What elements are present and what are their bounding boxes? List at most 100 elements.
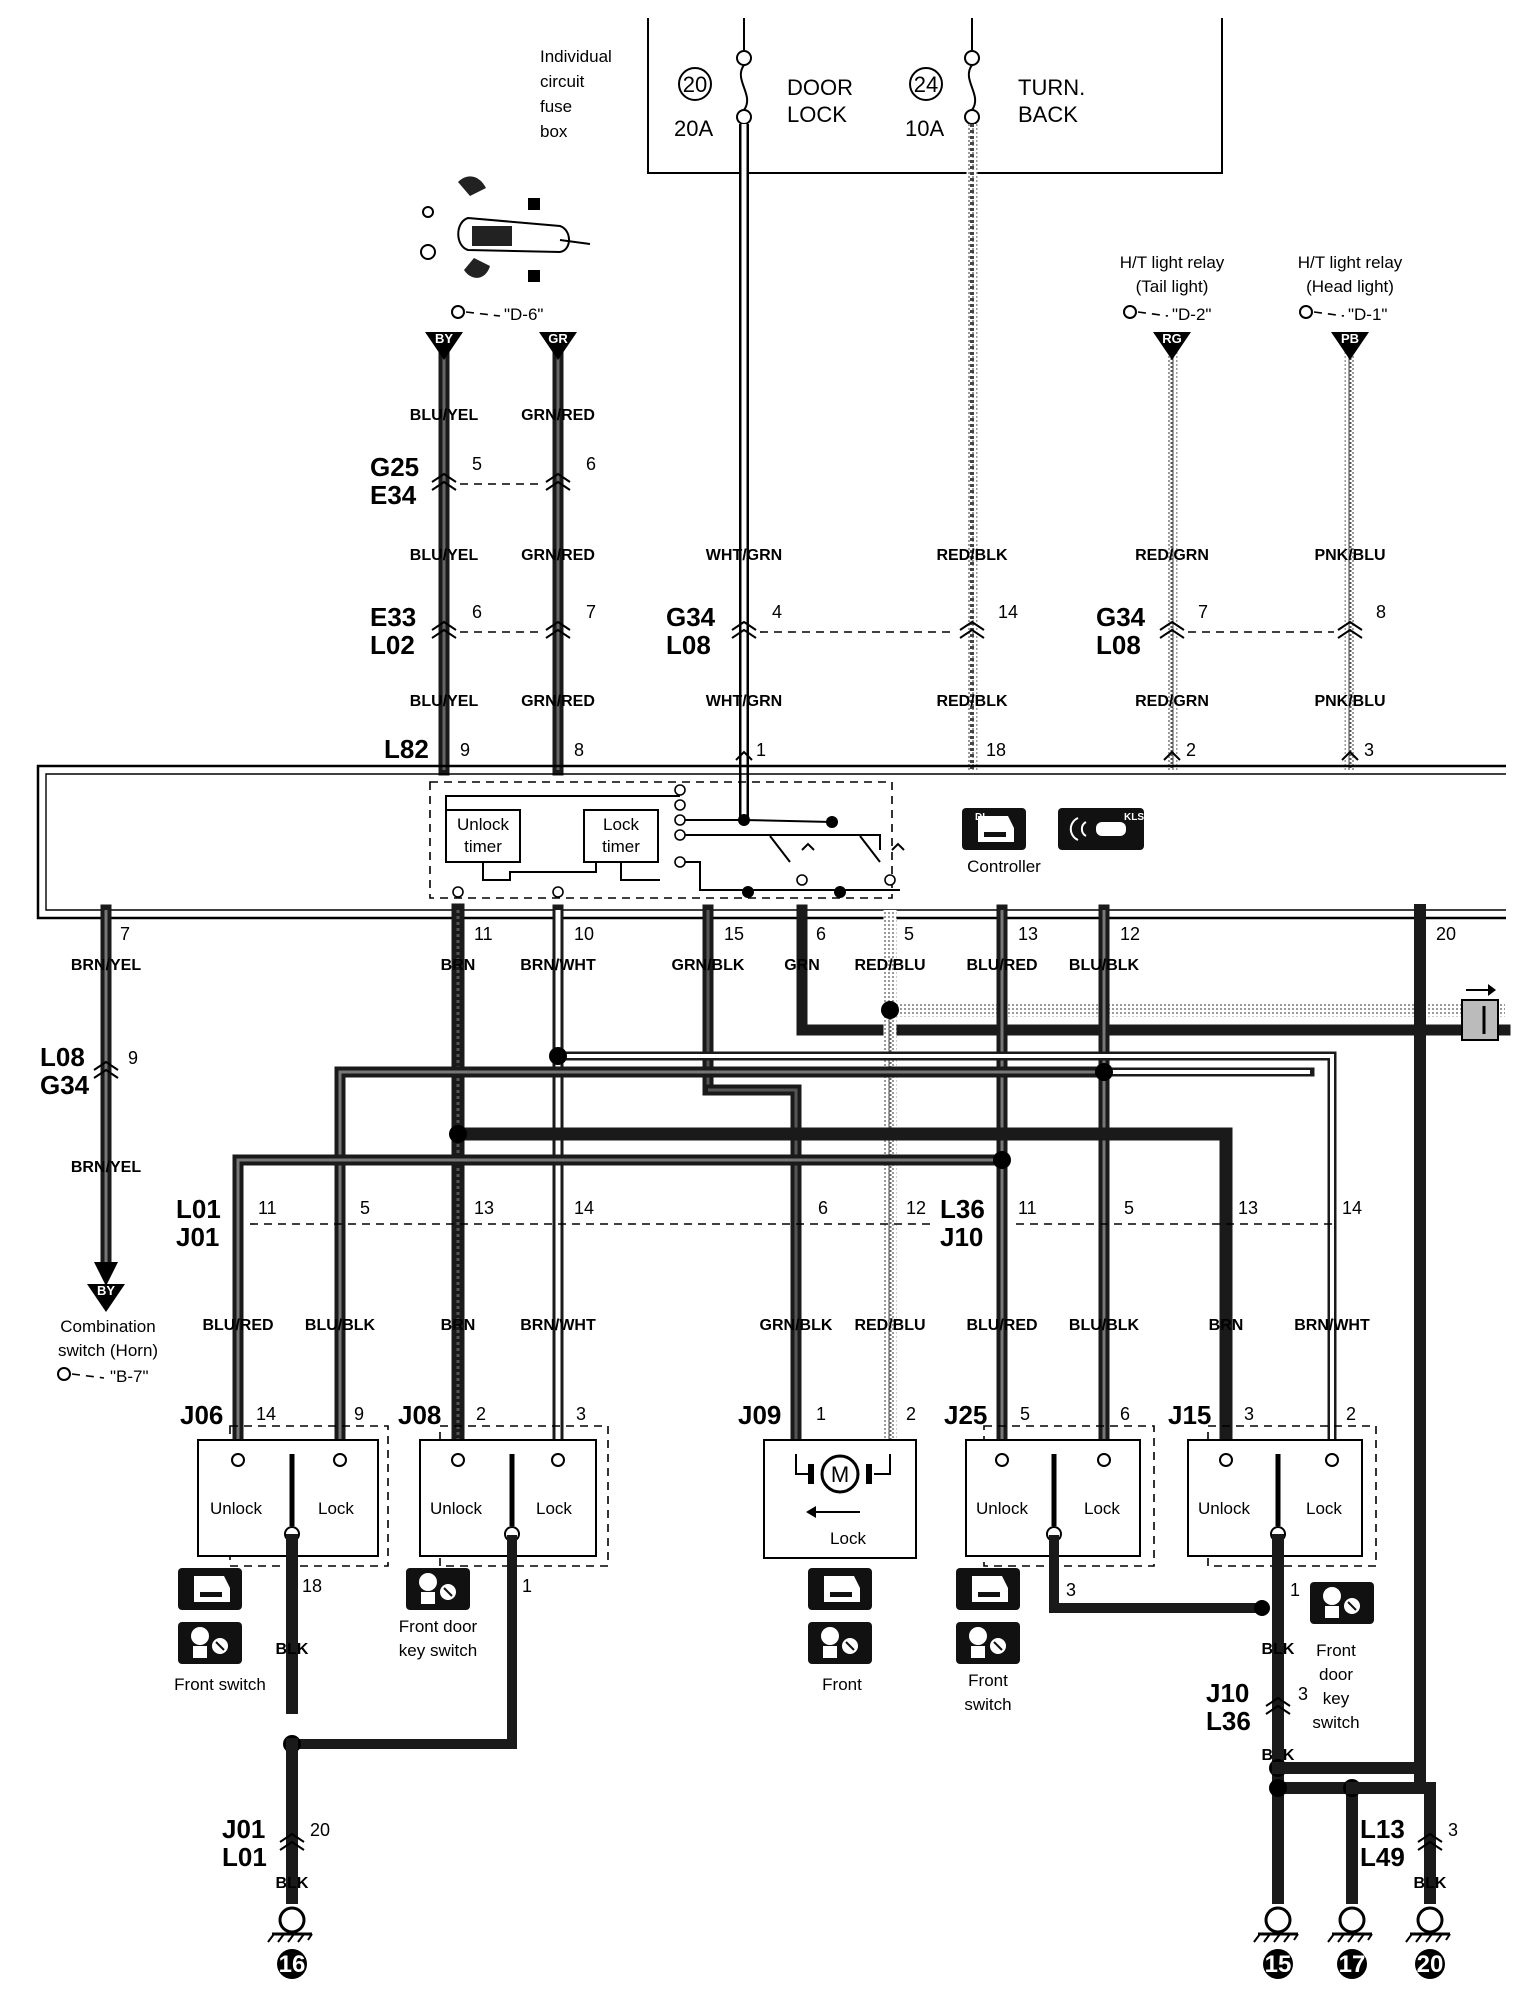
conn-j09: J09 [738,1400,781,1430]
pin-l82-2: 2 [1186,740,1196,760]
unlock-timer: Unlock timer [445,809,521,863]
pin-j10-3: 3 [1298,1684,1308,1704]
pin-e33-6: 6 [472,602,482,622]
head-relay-label-1: H/T light relay [1298,253,1403,272]
conn-g34-b: G34 [1096,602,1146,632]
wire-label-blk-2: BLK [1262,1641,1295,1658]
conn-l08-left: L08 [40,1042,85,1072]
j15-unlock: Unlock [1198,1499,1250,1518]
connector-g34-l08-b: G34 L08 7 8 [1096,602,1386,660]
switch-j25: J25 5 6 Unlock Lock 3 [944,1400,1267,1613]
tag-pb: PB [1331,331,1369,360]
j25-unlock: Unlock [976,1499,1028,1518]
wire-label-brn-3: BRN [1209,1317,1244,1334]
front-label: Front [822,1675,862,1694]
ground-20-number: 20 [1417,1951,1444,1978]
pin-l36-5: 5 [1124,1198,1134,1218]
connector-e33-l02: E33 L02 6 7 [370,602,596,660]
j25-lock: Lock [1084,1499,1120,1518]
connector-l01-j01: L01 J01 11 5 13 14 6 12 [176,1194,936,1252]
pin-j08-3: 3 [576,1404,586,1424]
front-door-key-label-1: Front door [399,1617,478,1636]
pin-c-10: 10 [574,924,594,944]
fuse-24-number: 24 [914,72,938,97]
conn-g34-a: G34 [666,602,716,632]
motor-j09: J09 1 2 M Lock [738,1400,917,1559]
pin-l13-3: 3 [1448,1820,1458,1840]
fuse-20-amp: 20A [674,116,713,141]
front-door-key2-label-1: Front [1316,1641,1356,1660]
pin-l01-6: 6 [818,1198,828,1218]
j08-unlock: Unlock [430,1499,482,1518]
fuse-box-label-1: Individual [540,47,612,66]
pin-j25-6: 6 [1120,1404,1130,1424]
conn-j08: J08 [398,1400,441,1430]
pin-j06-9: 9 [354,1404,364,1424]
pin-c-15: 15 [724,924,744,944]
wire-label-grn-red-3: GRN/RED [521,693,595,710]
j06-lock: Lock [318,1499,354,1518]
fuse-box-label-4: box [540,122,568,141]
pin-c-5: 5 [904,924,914,944]
wire-label-brn-2: BRN [441,1317,476,1334]
tag-by-bottom: BY [87,1283,125,1312]
fuse-24-name-2: BACK [1018,102,1078,127]
ref-b7: "B-7" [57,1367,149,1386]
wire-label-grn-1: GRN [784,957,820,974]
switch-j06: J06 14 9 Unlock Lock 18 BLK [180,1400,389,1714]
ground-16: 16 [266,1906,314,1981]
conn-j01: J01 [176,1222,219,1252]
fuse-box-label-3: fuse [540,97,572,116]
wire-label-red-blu-1: RED/BLU [854,957,925,974]
wire-label-pnk-blu-2: PNK/BLU [1314,693,1385,710]
wire-label-blu-yel-1: BLU/YEL [410,407,479,424]
controller-kls-text: KLS [1124,812,1144,823]
tag-gr-text: GR [548,331,568,346]
wire-label-brn-wht-1: BRN/WHT [520,957,596,974]
pin-l01-5: 5 [360,1198,370,1218]
wire-label-grn-red-1: GRN/RED [521,407,595,424]
conn-g34-left: G34 [40,1070,90,1100]
pin-j15-2: 2 [1346,1404,1356,1424]
connector-g34-l08-a: G34 L08 4 14 [666,602,1018,660]
front-switch-label: Front switch [174,1675,266,1694]
tag-by: BY [425,331,463,360]
controller: Unlock timer Lock timer [36,764,1506,920]
connector-l36-j10: L36 J10 11 5 13 14 [940,1194,1362,1252]
conn-l49: L49 [1360,1842,1405,1872]
tag-by-text: BY [435,331,453,346]
pin-c-7: 7 [120,924,130,944]
connector-l08-g34-left: L08 G34 9 [40,1042,138,1100]
front-door-key2-label-2: door [1319,1665,1353,1684]
conn-l13: L13 [1360,1814,1405,1844]
wire-label-blu-blk-3: BLU/BLK [1069,1317,1140,1334]
tail-light-relay: H/T light relay (Tail light) "D-2" [1120,253,1225,324]
pin-l82-9: 9 [460,740,470,760]
front-switch-right-icons: Front switch [955,1568,1021,1714]
pin-l01-12: 12 [906,1198,926,1218]
front-door-key2-label-4: switch [1312,1713,1359,1732]
fuse-20-name-2: LOCK [787,102,847,127]
conn-l08-a: L08 [666,630,711,660]
front-switch2-label-2: switch [964,1695,1011,1714]
lock-timer: Lock timer [583,809,659,863]
wire-label-brn-1: BRN [441,957,476,974]
wire-label-grn-blk-1: GRN/BLK [672,957,745,974]
fuse-box: Individual circuit fuse box 20 20A DOOR … [540,18,1223,174]
conn-j10: J10 [940,1222,983,1252]
pin-j06-14: 14 [256,1404,276,1424]
wire-label-wht-grn-1: WHT/GRN [706,547,782,564]
unlock-timer-label-2: timer [464,837,502,856]
motor-symbol: M [831,1462,849,1487]
wire-label-brn-yel-2: BRN/YEL [71,1159,141,1176]
pin-g34-7: 7 [1198,602,1208,622]
junction-connector-right [1461,984,1499,1041]
wire-label-pnk-blu-1: PNK/BLU [1314,547,1385,564]
j08-lock: Lock [536,1499,572,1518]
fuse-24-name-1: TURN. [1018,75,1085,100]
wire-label-red-blu-2: RED/BLU [854,1317,925,1334]
wire-label-blu-red-3: BLU/RED [966,1317,1037,1334]
pin-j09-1: 1 [816,1404,826,1424]
tag-by-bottom-text: BY [97,1283,115,1298]
